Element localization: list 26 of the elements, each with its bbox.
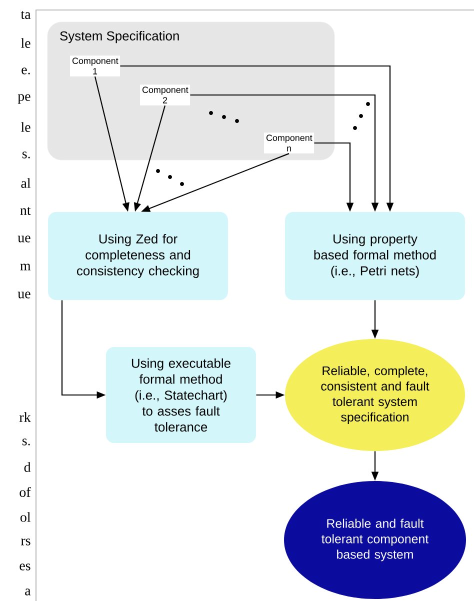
text-fragment: es — [20, 564, 30, 570]
text-fragment: rs — [21, 538, 30, 546]
text-fragment: le — [21, 122, 30, 132]
text-fragment: ta — [20, 11, 31, 19]
text-fragment: s. — [22, 438, 30, 446]
component-box: Component 1 — [70, 56, 120, 76]
text-fragment: s. — [22, 152, 30, 158]
region-title: System Specification — [60, 30, 179, 44]
component-box: Component 2 — [140, 84, 190, 106]
text-fragment: ue — [18, 292, 30, 298]
text-fragment: ol — [20, 512, 31, 522]
text-fragment: rk — [19, 412, 31, 422]
method-box: Using executable formal method (i.e., Statechart) to asses fault tolerance — [106, 347, 256, 443]
text-fragment: a — [25, 588, 31, 596]
text-fragment: of — [20, 487, 31, 497]
text-fragment: e. — [22, 68, 30, 74]
text-fragment: ue — [18, 236, 30, 242]
text-fragment: m — [20, 264, 31, 270]
text-fragment: le — [21, 38, 30, 48]
text-fragment: d — [24, 462, 31, 472]
text-fragment: al — [21, 178, 31, 188]
method-box: Using Zed for completeness and consistency checking — [48, 212, 228, 300]
text-fragment: nt — [20, 207, 31, 215]
text-fragment: pe — [18, 94, 30, 104]
method-box: Using property based formal method (i.e., Petri nets) — [285, 212, 465, 300]
component-box: Component n — [264, 132, 314, 154]
